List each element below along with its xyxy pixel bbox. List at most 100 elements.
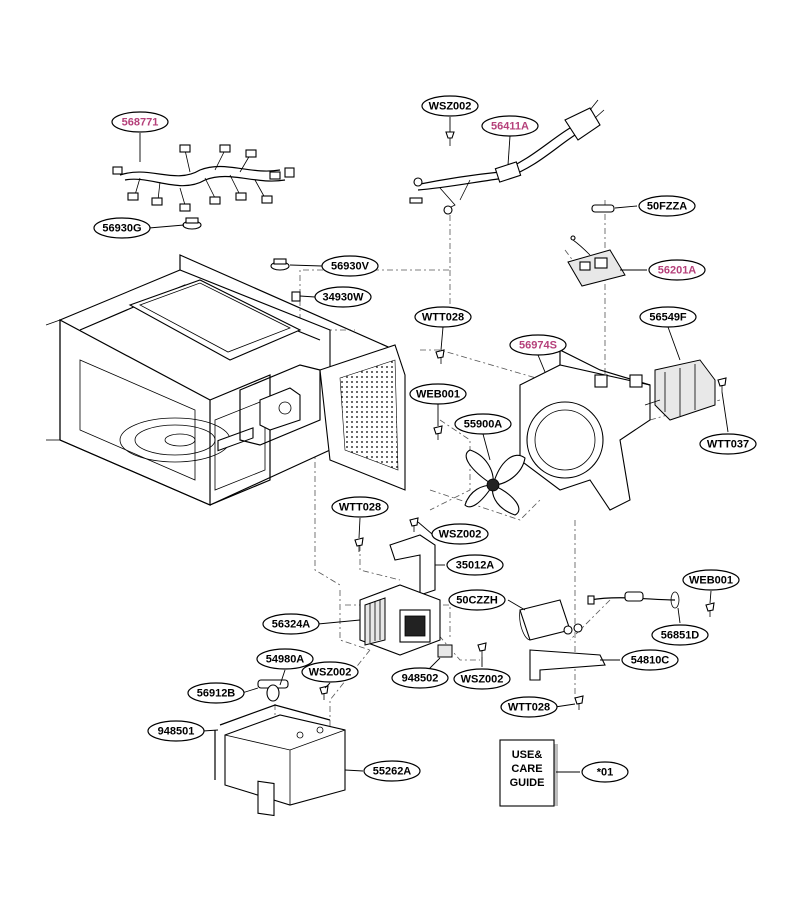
callout-label: 56912B [197,688,236,700]
callout-label: WSZ002 [309,667,352,679]
callout-label: 55262A [373,766,412,778]
callout-oval [500,696,558,718]
callout-oval [93,217,151,239]
callout-label: 56930V [331,261,370,273]
callout-label: 50CZZH [456,595,498,607]
fuse-holder-part [257,679,289,702]
callout-label: WTT028 [422,312,464,324]
callout-label: 948501 [158,726,195,738]
callout-56974S: 56974S [509,334,567,356]
callout-568771: 568771 [111,111,169,133]
bracket-part [389,534,436,596]
callout-WSZ002_a: WSZ002 [421,95,479,117]
callout-label: WSZ002 [439,529,482,541]
callout-label: 56324A [272,619,311,631]
callout-oval [621,649,679,671]
callout-label: WEB001 [416,389,460,401]
callout-54810C: 54810C [621,649,679,671]
callout-label: 948502 [402,673,439,685]
callout-01: *01 [581,761,629,783]
callout-oval [363,760,421,782]
callout-oval [581,761,629,783]
callout-56930V: 56930V [321,255,379,277]
callout-oval [301,661,359,683]
callout-oval [651,624,709,646]
callout-oval [431,523,489,545]
callout-oval [111,111,169,133]
callout-oval [509,334,567,356]
callout-WTT028_b: WTT028 [331,496,389,518]
callout-948502: 948502 [391,667,449,689]
callout-label: 56930G [102,223,141,235]
guide-line-1: USE& [512,749,543,761]
callout-56930G: 56930G [93,217,151,239]
callout-oval [453,668,511,690]
callout-55900A: 55900A [454,413,512,435]
capacitor-part [519,599,583,641]
callout-label: 55900A [464,419,503,431]
callout-WSZ002_b: WSZ002 [431,523,489,545]
magnetron-part [214,704,346,817]
callout-oval [414,306,472,328]
callout-label: WSZ002 [461,674,504,686]
callout-oval [699,433,757,455]
callout-WSZ002_d: WSZ002 [453,668,511,690]
back-panel-part [319,344,406,491]
callout-label: 34930W [323,292,365,304]
callout-label: 54810C [631,655,670,667]
block-part [437,644,453,658]
callout-56324A: 56324A [262,613,320,635]
fuse-part [591,204,615,213]
callout-50CZZH: 50CZZH [448,589,506,611]
callout-label: 50FZZA [647,201,687,213]
callout-oval [331,496,389,518]
callout-WTT028_a: WTT028 [414,306,472,328]
screw-part [445,131,455,146]
callout-oval [454,413,512,435]
leader-lines [139,117,729,773]
callout-55262A: 55262A [363,760,421,782]
callout-oval [321,255,379,277]
callout-label: 56201A [658,265,697,277]
callout-oval [187,682,245,704]
callout-label: 56549F [649,312,687,324]
callout-label: WTT028 [508,702,550,714]
noise-filter-board-part [567,235,626,287]
callout-oval [256,648,314,670]
callout-label: 56851D [661,630,700,642]
air-guide-part [519,349,651,511]
screw-part [319,349,727,710]
callout-WEB001_b: WEB001 [682,569,740,591]
callout-oval [446,554,504,576]
callout-oval [648,259,706,281]
callout-oval [147,720,205,742]
callout-56549F: 56549F [639,306,697,328]
fan-blade-part [464,449,526,516]
use-care-guide-book: USE& CARE GUIDE [499,739,558,807]
callout-oval [448,589,506,611]
callout-oval [314,286,372,308]
callout-56201A: 56201A [648,259,706,281]
callout-oval [391,667,449,689]
callout-label: WTT028 [339,502,381,514]
callout-56912B: 56912B [187,682,245,704]
callout-56411A: 56411A [481,115,539,137]
callout-label: *01 [597,767,614,779]
callout-label: 568771 [122,117,159,129]
callout-34930W: 34930W [314,286,372,308]
guide-line-3: GUIDE [510,777,545,789]
callout-label: WEB001 [689,575,733,587]
callout-label: 56974S [519,340,557,352]
oven-cavity-part [45,254,396,506]
callout-oval [481,115,539,137]
callout-label: WSZ002 [429,101,472,113]
callout-label: 35012A [456,560,495,572]
callout-oval [682,569,740,591]
callout-label: 56411A [491,121,529,133]
callout-oval [409,383,467,405]
callout-WEB001_a: WEB001 [409,383,467,405]
callout-35012A: 35012A [446,554,504,576]
callout-WTT028_c: WTT028 [500,696,558,718]
